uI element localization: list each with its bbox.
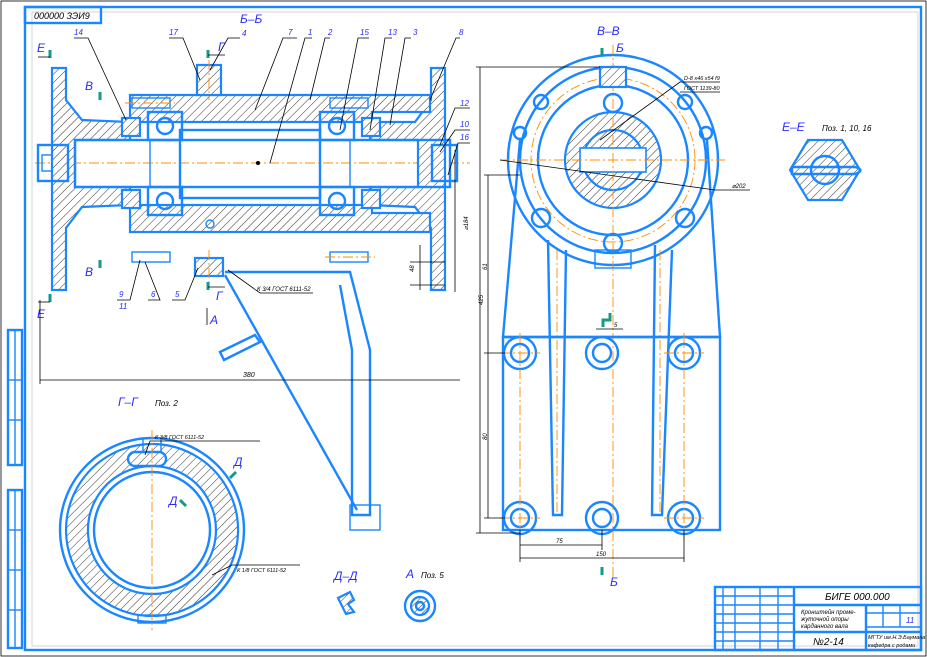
bolt-holes (512, 92, 714, 254)
section-label-b-bottom: Б (610, 575, 618, 589)
view-vv (500, 45, 725, 580)
leader-8: 8 (459, 28, 464, 37)
dim-150: 150 (596, 552, 607, 558)
dim-48: 48 (410, 265, 416, 272)
plate-holes (502, 335, 702, 536)
bearing-left (146, 110, 184, 217)
leader-9: 9 (119, 290, 124, 299)
leader-4: 4 (242, 29, 247, 38)
section-title-dd: Д–Д (332, 569, 358, 583)
bearing-right (318, 110, 356, 217)
section-title-ee: Е–Е (782, 120, 806, 134)
view-title-a: А (405, 567, 414, 581)
dimension-lines-main (39, 150, 460, 384)
section-gg-ring (58, 430, 300, 630)
left-stamp-columns (6, 328, 24, 650)
title-block (713, 585, 923, 652)
drawing-name-1: Кронштейн проме- (801, 609, 856, 616)
leader-2: 2 (327, 28, 333, 37)
note-ee: Поз. 1, 10, 16 (822, 124, 872, 133)
note-thread-38: К 3/8 ГОСТ 6111-52 (155, 435, 204, 441)
drawing-number: №2-14 (813, 637, 844, 648)
note-thread-34: К 3/4 ГОСТ 6111-52 (257, 287, 311, 293)
stamp-box (23, 5, 103, 25)
leader-12: 12 (460, 99, 469, 108)
note-a: Поз. 5 (421, 571, 444, 580)
section-label-d1: Д (232, 455, 243, 469)
note-thread-18: К 1/8 ГОСТ 6111-52 (237, 568, 286, 574)
dim-dia-202: ⌀202 (732, 184, 746, 190)
section-label-g-top: Г (218, 40, 226, 54)
view-arrow-a: А (209, 313, 218, 327)
section-title-vv: В–В (597, 24, 620, 38)
inner-frame (23, 5, 923, 652)
section-label-v-bottom: В (85, 265, 93, 279)
dimension-lines-vv (476, 66, 750, 562)
dim-80: 80 (483, 433, 489, 440)
dim-dia-184: ⌀184 (464, 216, 470, 230)
note-gg: Поз. 2 (155, 399, 178, 408)
dim-380: 380 (243, 372, 255, 379)
leader-7: 7 (288, 28, 293, 37)
stamp-text: 000000 ЗЭИ9 (34, 11, 90, 21)
organization-2: кафедра с родами (868, 643, 915, 649)
section-label-g-bottom: Г (216, 289, 224, 303)
section-title-gg: Г–Г (118, 395, 139, 409)
section-label-e-bottom: Е (37, 307, 46, 321)
leader-16: 16 (460, 133, 469, 142)
section-label-e-top: Е (37, 41, 46, 55)
leader-17: 17 (169, 28, 178, 37)
section-marks (38, 50, 225, 325)
leader-lines (74, 37, 470, 301)
leader-14: 14 (74, 28, 83, 37)
shaft-assembly-section (35, 60, 470, 531)
note-spline-1: D-8 x46 x54 f9 (684, 76, 720, 82)
view-ee-castle-nut (788, 138, 862, 202)
leader-15: 15 (360, 28, 369, 37)
leader-13: 13 (388, 28, 397, 37)
drawing-designation: БИГЕ 000.000 (825, 592, 890, 603)
leader-3: 3 (413, 28, 418, 37)
section-label-b-top: Б (616, 41, 624, 55)
leader-11: 11 (119, 302, 127, 311)
section-title-bb: Б–Б (240, 12, 262, 26)
section-label-v-top: В (85, 79, 93, 93)
section-label-d2: Д (167, 494, 178, 508)
drawing-name-3: карданного вала (801, 624, 849, 630)
dim-5: 5 (614, 323, 618, 329)
note-spline-2: ГОСТ 1139-80 (684, 86, 720, 92)
view-a-fitting (403, 589, 437, 623)
leader-6: 6 (151, 290, 156, 299)
dim-425: 425 (479, 294, 485, 305)
organization-1: МГТУ им.Н.Э.Баумана (868, 635, 925, 641)
leader-5: 5 (175, 290, 180, 299)
view-dd (336, 590, 356, 616)
dim-61: 61 (483, 263, 489, 270)
dim-75: 75 (556, 539, 563, 545)
leader-1: 1 (308, 28, 312, 37)
drawing-name-2: жуточной опоры (800, 616, 849, 623)
sheet-count: 11 (906, 616, 914, 625)
leader-10: 10 (460, 120, 469, 129)
